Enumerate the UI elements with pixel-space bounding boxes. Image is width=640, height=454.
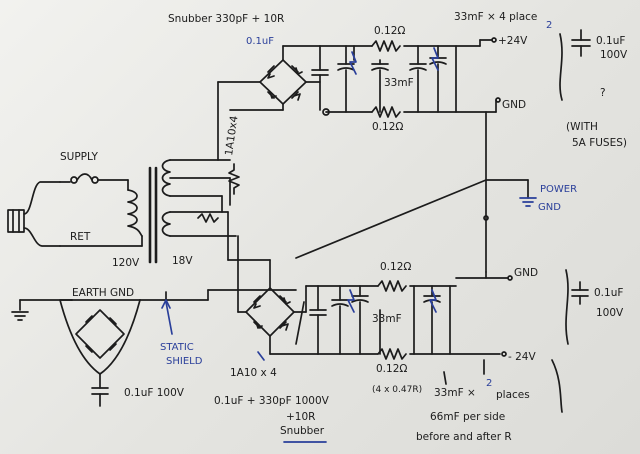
- mains-plug: [7, 181, 61, 247]
- label-cap-bot-mid: 33mF: [372, 313, 402, 325]
- earth-ground: [11, 289, 297, 321]
- label-r-bot-2: 0.12Ω: [376, 363, 407, 375]
- label-gnd-bot: GND: [514, 267, 538, 279]
- label-caps-bot-note-4: before and after R: [416, 431, 512, 443]
- label-r-parallel: (4 x 0.47R): [372, 385, 422, 395]
- return-line: [59, 235, 143, 247]
- bleeder-resistor: [228, 163, 240, 195]
- label-snubber-bot-3: Snubber: [280, 425, 325, 437]
- label-caps-bot-note-count: 2: [486, 378, 492, 389]
- label-power-gnd-2: GND: [538, 202, 561, 213]
- label-plus24: +24V: [498, 35, 528, 47]
- label-r-bot-1: 0.12Ω: [380, 261, 411, 273]
- top-snubber-capacitor: [311, 45, 330, 116]
- label-right-cap-top-q: ?: [600, 87, 606, 99]
- earth-bridge: [59, 299, 141, 389]
- label-caps-top-note: 33mF × 4 place: [454, 11, 537, 23]
- label-minus24: - 24V: [508, 351, 536, 363]
- label-ret: RET: [70, 231, 91, 243]
- label-cap-top-mid: 33mF: [384, 77, 414, 89]
- label-earth-gnd: EARTH GND: [72, 287, 134, 299]
- right-bottom-decoupling-capacitor: [565, 269, 589, 345]
- label-caps-bot-note-1: 33mF ×: [434, 387, 476, 399]
- top-bridge-rectifier: [217, 45, 321, 161]
- label-gnd-top: GND: [502, 99, 526, 111]
- label-snubber-bot-1: 0.1uF + 330pF 1000V: [214, 395, 330, 407]
- label-caps-bot-note-3: 66mF per side: [430, 411, 505, 423]
- bottom-capacitor-bank: [331, 285, 451, 355]
- transformer: [127, 159, 237, 264]
- label-static-shield-2: SHIELD: [166, 356, 203, 367]
- ground-interconnect: [295, 111, 529, 273]
- label-power-gnd-1: POWER: [540, 184, 577, 195]
- label-caps-top-note-count: 2: [546, 20, 552, 31]
- label-right-cap-top-1: 0.1uF: [596, 35, 625, 47]
- label-earth-cap: 0.1uF 100V: [124, 387, 185, 399]
- supply-line: [59, 173, 129, 191]
- bottom-bridge-rectifier: [227, 211, 319, 355]
- label-120v: 120V: [112, 257, 140, 269]
- label-supply: SUPPLY: [60, 151, 98, 163]
- label-right-cap-top-2: 100V: [600, 49, 628, 61]
- bottom-ground-rail: [305, 271, 513, 292]
- label-right-cap-bot-1: 0.1uF: [594, 287, 623, 299]
- label-r-top-1: 0.12Ω: [374, 25, 405, 37]
- top-ground-rail: [325, 97, 501, 118]
- annotation-arrows: [257, 301, 563, 413]
- label-18v: 18V: [172, 255, 193, 267]
- right-top-decoupling-capacitor: [559, 29, 591, 101]
- label-fuses-1: (WITH: [566, 121, 598, 133]
- label-right-cap-bot-2: 100V: [596, 307, 624, 319]
- bottom-snubber-capacitor: [309, 285, 327, 355]
- power-gnd-symbol: [519, 197, 537, 207]
- label-bridge-bot: 1A10 x 4: [230, 367, 277, 379]
- static-shield-arrow: [161, 299, 173, 335]
- bottom-negative-rail: [317, 348, 507, 360]
- top-capacitor-bank: [337, 45, 457, 113]
- earth-capacitor: [91, 387, 109, 407]
- label-snubber-top-cap: 0.1uF: [246, 36, 274, 47]
- label-snubber-bot-2: +10R: [286, 411, 315, 423]
- label-caps-bot-note-2: places: [496, 389, 530, 401]
- label-snubber-top: Snubber 330pF + 10R: [168, 13, 284, 25]
- label-bridge-top: 1A10x4: [223, 115, 241, 157]
- label-r-top-2: 0.12Ω: [372, 121, 403, 133]
- label-fuses-2: 5A FUSES): [572, 137, 627, 149]
- label-static-shield-1: STATIC: [160, 342, 194, 353]
